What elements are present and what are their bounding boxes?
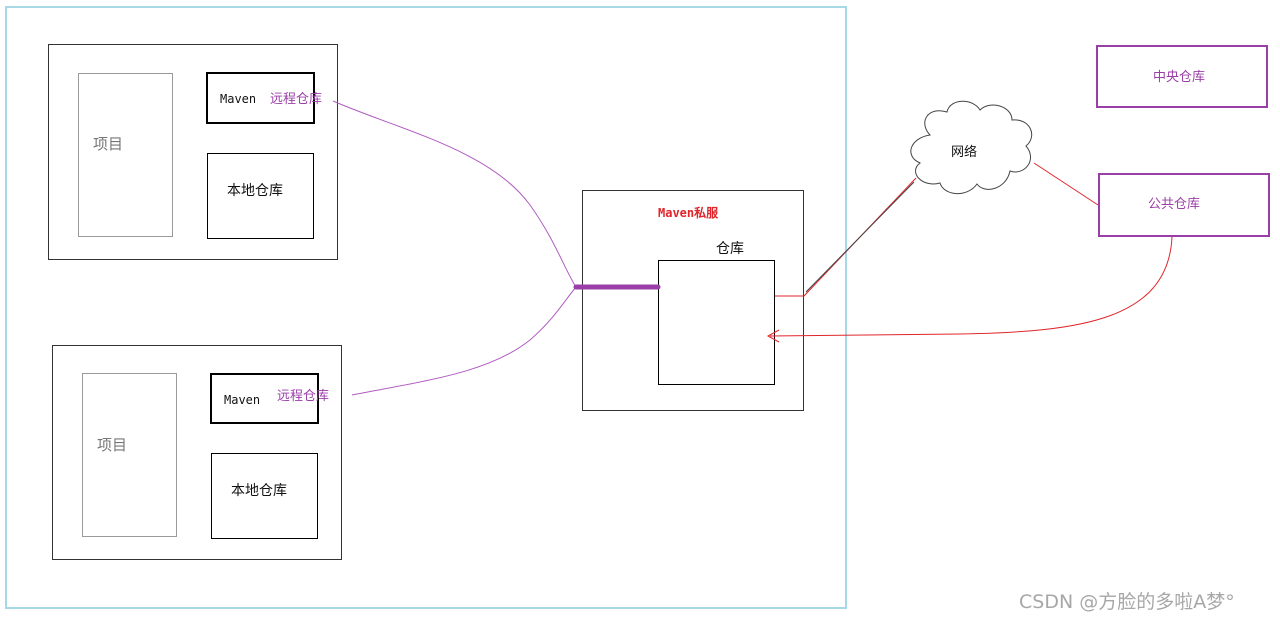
local-repo-1-box — [207, 153, 314, 239]
project-group-1 — [48, 44, 338, 260]
remote-repo-2-label: 远程仓库 — [277, 389, 330, 404]
project-2-box — [82, 373, 177, 537]
remote-repo-1-connector — [332, 100, 577, 288]
maven-private-server-box — [582, 190, 804, 411]
public-repo-box — [1098, 173, 1270, 237]
network-to-public-repo-connector — [1033, 162, 1099, 206]
server-to-network-connector — [775, 177, 917, 297]
local-repo-2-box — [211, 453, 318, 539]
public-repo-to-server-connector — [769, 236, 1173, 337]
project-2-label: 项目 — [97, 436, 128, 454]
maven-1-box — [206, 72, 315, 124]
project-1-box — [78, 73, 173, 237]
project-group-2 — [52, 345, 342, 560]
public-repo-label: 公共仓库 — [1148, 197, 1201, 212]
network-cloud-icon — [910, 100, 1033, 195]
maven-2-label: Maven — [224, 393, 261, 407]
network-label: 网络 — [951, 145, 978, 160]
local-repo-1-label: 本地仓库 — [227, 183, 283, 199]
remote-repo-1-label: 远程仓库 — [270, 92, 323, 107]
private-server-repo-box — [658, 260, 775, 385]
central-repo-box — [1096, 45, 1268, 108]
private-server-repo-label: 仓库 — [716, 241, 744, 257]
private-server-title: Maven私服 — [658, 206, 719, 220]
outer-frame — [5, 6, 847, 609]
remote-repo-2-connector — [351, 286, 577, 396]
local-repo-2-label: 本地仓库 — [231, 483, 287, 499]
server-to-network-connector-shadow — [805, 181, 915, 293]
maven-1-label: Maven — [220, 92, 257, 106]
arrow-head-icon — [766, 329, 780, 343]
watermark: CSDN @方脸的多啦A梦° — [1019, 591, 1235, 613]
maven-2-box — [210, 373, 319, 424]
project-1-label: 项目 — [93, 135, 124, 153]
central-repo-label: 中央仓库 — [1153, 70, 1206, 85]
